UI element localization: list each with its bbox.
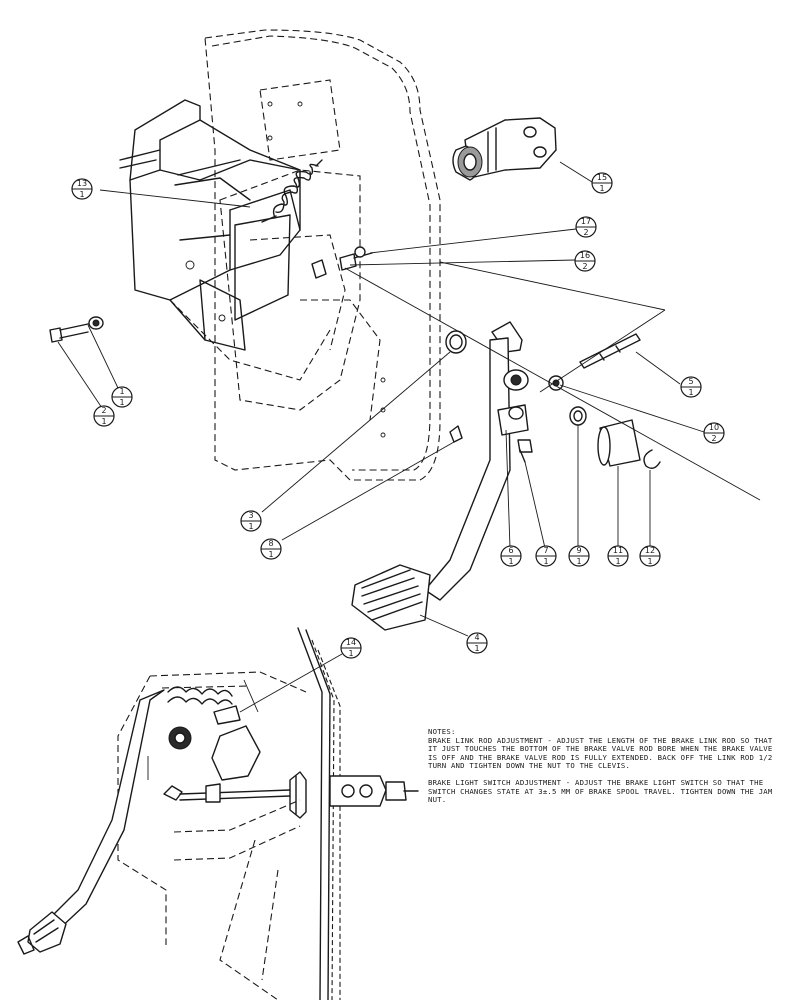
callout-item: 9	[576, 546, 581, 555]
callout-10[interactable]: 10 2	[703, 422, 725, 444]
callout-qty: 1	[576, 557, 581, 566]
callout-qty: 1	[101, 417, 106, 426]
callout-5[interactable]: 5 1	[680, 376, 702, 398]
callout-qty: 1	[348, 649, 353, 658]
callout-13[interactable]: 13 1	[71, 178, 93, 200]
pedal-link-rod	[579, 333, 641, 369]
callout-bubbles: 13 1 15 1 17 2 16 2 5 1	[71, 172, 725, 713]
callout-qty: 1	[79, 190, 84, 199]
callout-item: 8	[268, 539, 273, 548]
brake-valve	[452, 117, 557, 181]
callout-item: 7	[543, 546, 548, 555]
note-brake-light-switch: BRAKE LIGHT SWITCH ADJUSTMENT - ADJUST T…	[428, 777, 773, 805]
callout-item: 15	[597, 173, 607, 182]
callout-12[interactable]: 12 1	[639, 545, 661, 567]
pedal-support-bracket	[119, 99, 301, 351]
callout-17[interactable]: 17 2	[575, 216, 597, 238]
callout-6[interactable]: 6 1	[500, 545, 522, 567]
callout-7[interactable]: 7 1	[535, 545, 557, 567]
callout-14[interactable]: 14 1	[239, 637, 362, 713]
callout-3[interactable]: 3 1	[240, 510, 262, 532]
callout-item: 6	[508, 546, 513, 555]
installed-view	[17, 627, 419, 1000]
callout-qty: 1	[543, 557, 548, 566]
return-spring	[261, 159, 323, 223]
callout-item: 13	[77, 179, 87, 188]
notes-heading: NOTES:	[428, 727, 456, 736]
callout-item: 2	[101, 406, 106, 415]
callout-qty: 1	[599, 184, 604, 193]
callout-item: 11	[613, 546, 623, 555]
callout-4[interactable]: 4 1	[466, 632, 488, 654]
callout-16[interactable]: 16 2	[574, 250, 596, 272]
callout-qty: 2	[711, 434, 716, 443]
callout-qty: 1	[688, 388, 693, 397]
callout-item: 1	[119, 387, 124, 396]
notes-block: NOTES: BRAKE LINK ROD ADJUSTMENT - ADJUS…	[428, 727, 778, 813]
callout-qty: 2	[582, 262, 587, 271]
callout-8[interactable]: 8 1	[260, 538, 282, 560]
callout-1[interactable]: 1 1	[111, 386, 133, 408]
callout-item: 14	[346, 638, 356, 647]
callout-qty: 1	[119, 398, 124, 407]
callout-qty: 1	[474, 644, 479, 653]
callout-qty: 1	[508, 557, 513, 566]
callout-9[interactable]: 9 1	[568, 545, 590, 567]
brake-pedal	[351, 321, 529, 631]
callout-qty: 1	[647, 557, 652, 566]
callout-item: 17	[581, 217, 591, 226]
callout-item: 3	[248, 511, 253, 520]
callout-qty: 1	[615, 557, 620, 566]
callout-qty: 1	[248, 522, 253, 531]
note-brake-link-rod: BRAKE LINK ROD ADJUSTMENT - ADJUST THE L…	[428, 735, 773, 771]
callout-item: 10	[709, 423, 719, 432]
callout-item: 4	[474, 633, 479, 642]
hardware-parts	[49, 246, 661, 469]
leader-lines	[57, 161, 761, 637]
callout-2[interactable]: 2 1	[93, 405, 115, 427]
callout-item: 16	[580, 251, 590, 260]
callout-15[interactable]: 15 1	[591, 172, 613, 194]
callout-11[interactable]: 11 1	[607, 545, 629, 567]
callout-item: 12	[645, 546, 655, 555]
callout-qty: 2	[583, 228, 588, 237]
cab-panel	[169, 29, 441, 481]
callout-qty: 1	[268, 550, 273, 559]
callout-item: 5	[688, 377, 693, 386]
